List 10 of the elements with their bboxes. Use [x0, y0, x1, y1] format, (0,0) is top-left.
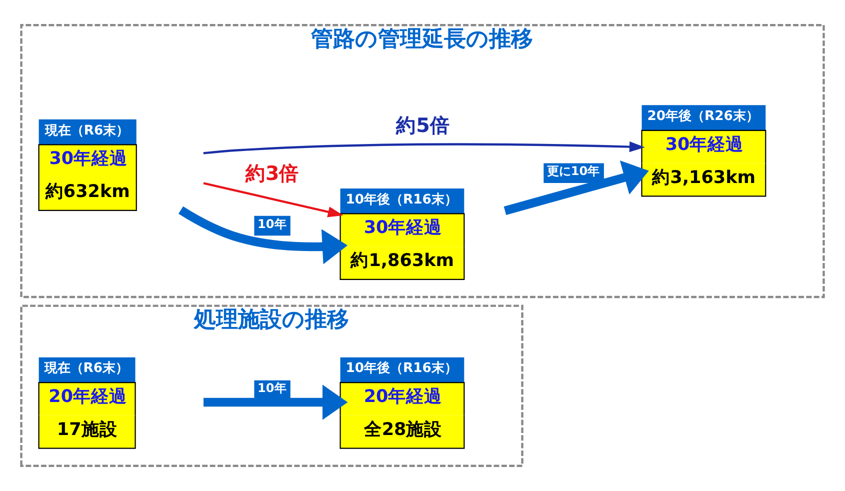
arrow — [178, 206, 348, 264]
arrow — [204, 384, 348, 420]
edge-label: 10年 — [258, 381, 286, 396]
edge-label: 約5倍 — [396, 114, 450, 137]
edge-label: 更に10年 — [546, 164, 600, 178]
arrow — [203, 141, 645, 154]
arrow — [203, 182, 344, 218]
edge-label: 約3倍 — [245, 162, 300, 186]
arrow — [504, 160, 649, 215]
edge-label: 10年 — [258, 216, 286, 231]
